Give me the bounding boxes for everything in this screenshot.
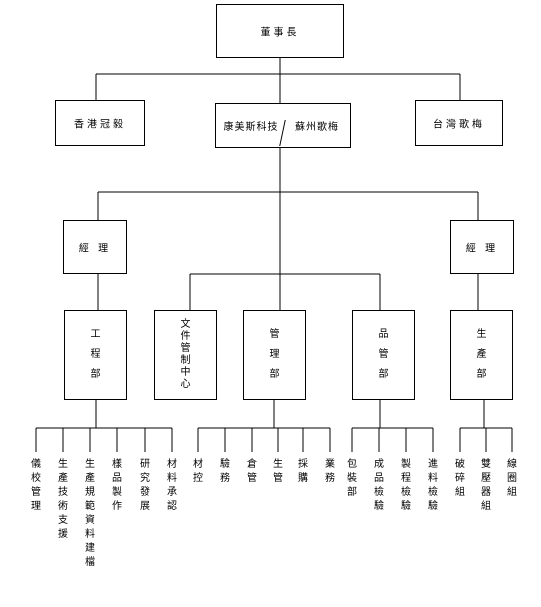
manager-right-box: 經 理 [450,220,514,274]
leaf-unit-mgmt-3: 生管 [273,459,283,484]
dept-prod-label: 生產部 [476,329,487,380]
tw-company-box: 台灣歌梅 [415,100,503,146]
tw-company-label: 台灣歌梅 [433,119,485,131]
leaf-unit-qa-2: 製程檢驗 [401,459,411,512]
leaf-unit-prod-0: 破碎組 [455,459,465,498]
dept-eng-box: 工程部 [64,310,127,400]
leaf-unit-eng-0: 儀校管理 [31,459,41,512]
leaf-unit-prod-2: 線圈組 [507,459,517,498]
leaf-unit-mgmt-2: 倉管 [247,459,257,484]
dept-doc-box: 文件管制中心 [154,310,217,400]
leaf-unit-mgmt-1: 驗務 [220,459,230,484]
dept-mgmt-box: 管理部 [243,310,306,400]
leaf-unit-mgmt-0: 材控 [193,459,203,484]
leaf-unit-eng-5: 材料承認 [167,459,177,512]
center-company-b-label: 蘇州歌梅 [295,122,339,133]
dept-doc-label: 文件管制中心 [180,319,191,390]
chairman-box: 董事長 [216,4,344,58]
leaf-unit-eng-3: 樣品製作 [112,459,122,512]
manager-left-label: 經 理 [78,243,112,255]
dept-eng-label: 工程部 [90,329,101,380]
hk-company-box: 香港冠毅 [55,100,145,146]
dept-prod-box: 生產部 [450,310,513,400]
leaf-unit-qa-3: 進料檢驗 [428,459,438,512]
leaf-unit-qa-0: 包裝部 [347,459,357,498]
leaf-unit-mgmt-4: 採購 [298,459,308,484]
dept-qa-label: 品管部 [378,329,389,380]
center-company-a-label: 康美斯科技 [223,122,279,133]
leaf-unit-eng-1: 生產技術支援 [58,459,68,540]
dept-mgmt-label: 管理部 [269,329,280,380]
chairman-label: 董事長 [260,27,300,39]
leaf-unit-qa-1: 成品檢驗 [374,459,384,512]
leaf-unit-prod-1: 雙壓器組 [481,459,491,512]
dept-qa-box: 品管部 [352,310,415,400]
leaf-unit-eng-4: 研究發展 [140,459,150,512]
manager-left-box: 經 理 [63,220,127,274]
leaf-unit-mgmt-5: 業務 [325,459,335,484]
hk-company-label: 香港冠毅 [74,119,126,131]
manager-right-label: 經 理 [465,243,499,255]
leaf-unit-eng-2: 生產規範資料建檔 [85,459,95,568]
